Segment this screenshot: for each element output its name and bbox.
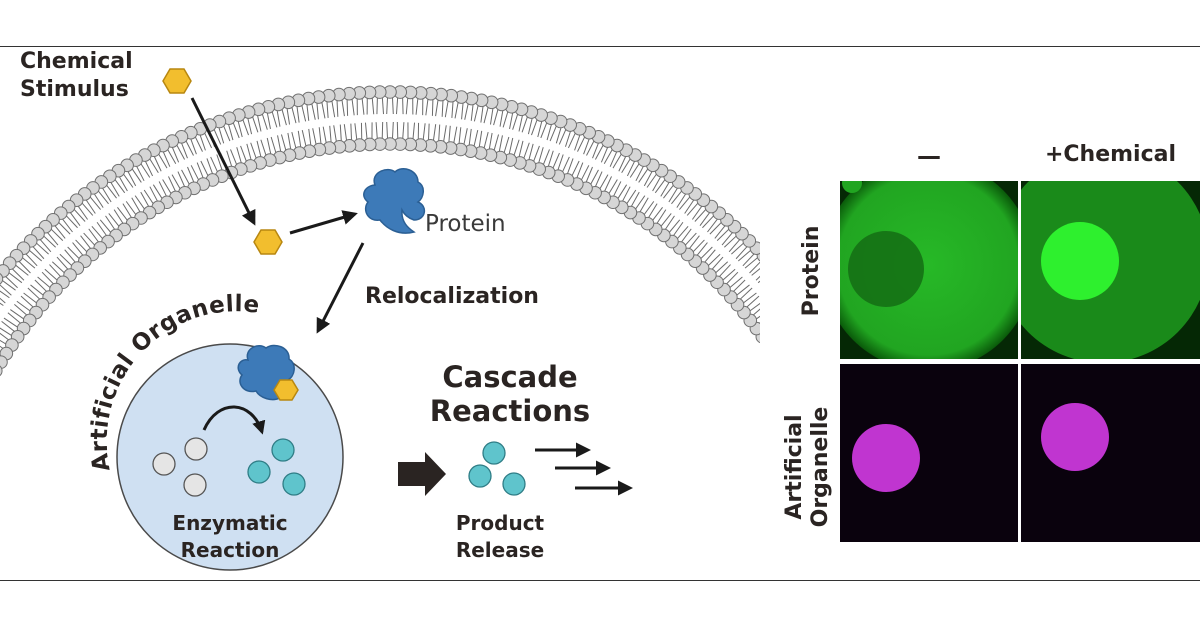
schematic-diagram: Artificial Organelle xyxy=(0,68,760,571)
row-label-organelle: Artificial Organelle xyxy=(782,406,833,528)
panel-organelle-chemical xyxy=(1021,364,1200,542)
panel-protein-control xyxy=(840,181,1018,359)
lipid-bilayer-membrane xyxy=(0,85,760,377)
panel-protein-chemical xyxy=(1021,181,1200,359)
stimulus-to-protein-arrow xyxy=(289,210,358,235)
protein-shape xyxy=(363,168,426,234)
stimulus-entry-arrow xyxy=(190,97,256,226)
top-rule xyxy=(0,46,1200,47)
relocalization-arrow xyxy=(316,242,365,334)
cascade-reactions-label: Cascade Reactions xyxy=(429,360,591,428)
product-release-label: Product Release xyxy=(455,511,545,562)
product-molecules-internal xyxy=(247,438,306,496)
cascade-arrows xyxy=(535,442,633,496)
product-molecules-released xyxy=(468,441,526,496)
enzymatic-curved-arrow xyxy=(202,405,266,435)
column-header-chemical: +Chemical xyxy=(1044,142,1177,167)
row-label-protein: Protein xyxy=(799,225,824,317)
relocalization-label: Relocalization xyxy=(365,284,539,309)
substrate-molecules xyxy=(152,437,208,497)
chemical-stimulus-label: Chemical Stimulus xyxy=(20,49,133,102)
chemical-stimulus-hexagon xyxy=(162,68,192,94)
bound-stimulus-hexagon xyxy=(273,379,299,401)
column-header-control: — xyxy=(917,142,941,170)
bottom-rule xyxy=(0,580,1200,581)
internal-stimulus-hexagon xyxy=(253,229,283,255)
panel-organelle-control xyxy=(840,364,1018,542)
enzymatic-reaction-label: Enzymatic Reaction xyxy=(172,511,288,562)
release-block-arrow xyxy=(398,452,446,496)
protein-label: Protein xyxy=(425,211,506,237)
